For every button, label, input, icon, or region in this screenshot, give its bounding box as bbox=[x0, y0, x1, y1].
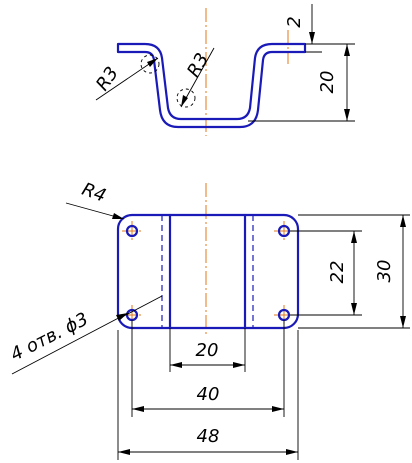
dim20-arrow-left bbox=[170, 362, 182, 368]
dim40-label: 40 bbox=[197, 384, 220, 405]
height-arrow-bottom bbox=[344, 109, 350, 121]
dim22-arrow-bottom bbox=[351, 303, 357, 315]
hole-top-right bbox=[277, 224, 291, 238]
dim30-label: 30 bbox=[374, 260, 395, 283]
radius-right-arc bbox=[176, 88, 196, 108]
radius-right-label: R3 bbox=[183, 50, 213, 81]
side-view: 2 20 R3 R3 bbox=[92, 4, 355, 136]
plate-outline bbox=[116, 213, 300, 330]
dim48-arrow-left bbox=[118, 449, 130, 455]
thickness-arrow bbox=[309, 32, 315, 44]
holes-note-label: 4 отв. ϕ3 bbox=[7, 309, 91, 366]
radius-left-arrow bbox=[147, 58, 158, 67]
height-arrow-top bbox=[344, 44, 350, 56]
hole-top-left bbox=[125, 224, 139, 238]
holes-note-leader-2 bbox=[119, 295, 163, 319]
dim48-label: 48 bbox=[197, 426, 220, 447]
radius-left-leader bbox=[95, 57, 159, 101]
radius-left-label: R3 bbox=[92, 63, 123, 95]
thickness-label: 2 bbox=[284, 16, 305, 27]
dim30-arrow-bottom bbox=[400, 316, 406, 328]
top-view: R4 4 отв. ϕ3 22 30 20 40 bbox=[7, 179, 410, 460]
corner-radius-label: R4 bbox=[79, 179, 109, 207]
dim48-arrow-right bbox=[286, 449, 298, 455]
dim20-arrow-right bbox=[233, 362, 245, 368]
height-label: 20 bbox=[317, 71, 338, 94]
dim40-arrow-right bbox=[272, 406, 284, 412]
radius-right-arrow bbox=[181, 95, 188, 107]
corner-radius-arrow bbox=[112, 213, 124, 219]
dim22-arrow-top bbox=[351, 231, 357, 243]
holes-note-leader bbox=[11, 312, 129, 375]
side-view-profile bbox=[116, 42, 307, 129]
dim22-label: 22 bbox=[327, 261, 348, 284]
dim30-arrow-top bbox=[400, 215, 406, 227]
dim40-arrow-left bbox=[132, 406, 144, 412]
radius-left-arc bbox=[140, 54, 160, 74]
dim20-label: 20 bbox=[196, 340, 219, 361]
